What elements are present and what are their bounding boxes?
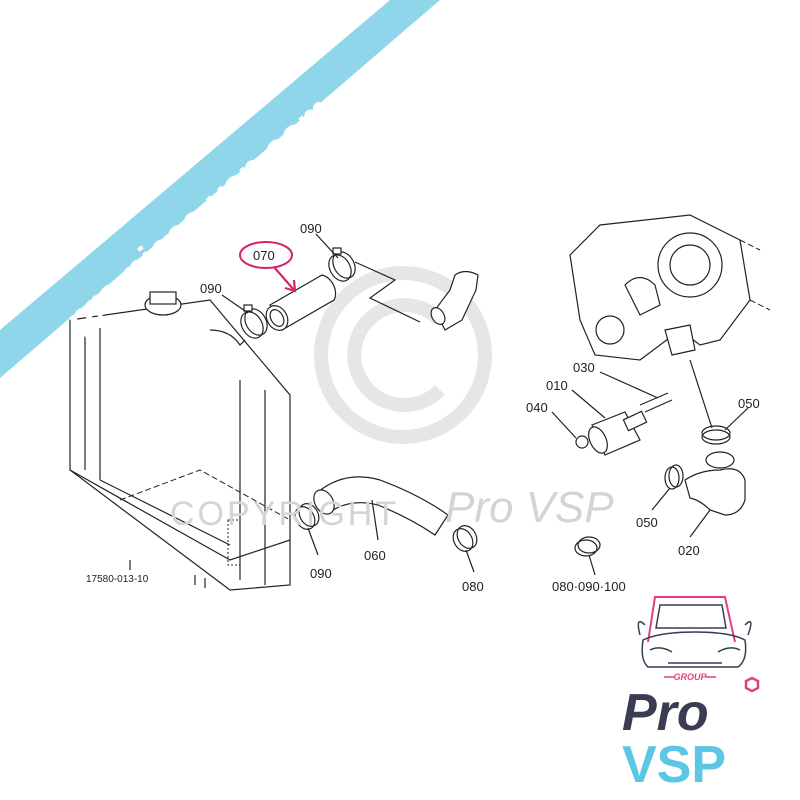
logo-group-text: GROUP — [673, 672, 707, 682]
callout-030: 030 — [573, 360, 595, 375]
water-pump-drawing — [569, 214, 771, 361]
hose-clamp-080 — [452, 525, 478, 552]
callout-090-left: 090 — [200, 281, 222, 296]
hose-clamp-090-left — [240, 304, 268, 339]
hose-clamp-090-bottom — [294, 503, 320, 530]
logo-pro-text: Pro — [622, 684, 709, 742]
hose-clamp-090-top — [328, 247, 356, 282]
callout-020: 020 — [678, 543, 700, 558]
logo-vsp-text: VSP — [622, 736, 726, 794]
callout-060: 060 — [364, 548, 386, 563]
hose-clamp-050-lower — [664, 464, 684, 490]
highlight-arrow-icon — [273, 266, 297, 293]
upper-hose-070 — [265, 274, 337, 331]
callout-040: 040 — [526, 400, 548, 415]
hex-nut-icon — [744, 676, 760, 693]
callout-010: 010 — [546, 378, 568, 393]
callout-080-090-100: 080·090·100 — [552, 579, 626, 594]
callout-050-lower: 050 — [636, 515, 658, 530]
provsp-logo: GROUP Pro VSP — [622, 596, 760, 794]
highlight-ring-070 — [239, 241, 293, 269]
drawing-number: 17580-013-10 — [86, 574, 149, 585]
hose-clamp-050-right — [701, 425, 731, 445]
hose-clamp-080-090-100 — [574, 536, 601, 557]
lower-hose-060 — [313, 476, 449, 536]
callout-090-top: 090 — [300, 221, 322, 236]
callout-050-right: 050 — [738, 396, 760, 411]
hose-020 — [684, 451, 746, 516]
water-flange-010 — [575, 392, 673, 456]
copyright-text: COPYRIGHT — [170, 495, 399, 533]
leader-lines — [221, 233, 749, 576]
radiator-drawing — [69, 291, 291, 591]
callout-090-bottom: 090 — [310, 566, 332, 581]
copyright-watermark-icon — [314, 266, 492, 444]
callout-070: 070 — [253, 248, 275, 263]
watermark-banner — [0, 0, 440, 378]
callout-080: 080 — [462, 579, 484, 594]
copyright-brand: Pro VSP — [445, 483, 614, 532]
water-outlet-drawing — [354, 261, 479, 331]
